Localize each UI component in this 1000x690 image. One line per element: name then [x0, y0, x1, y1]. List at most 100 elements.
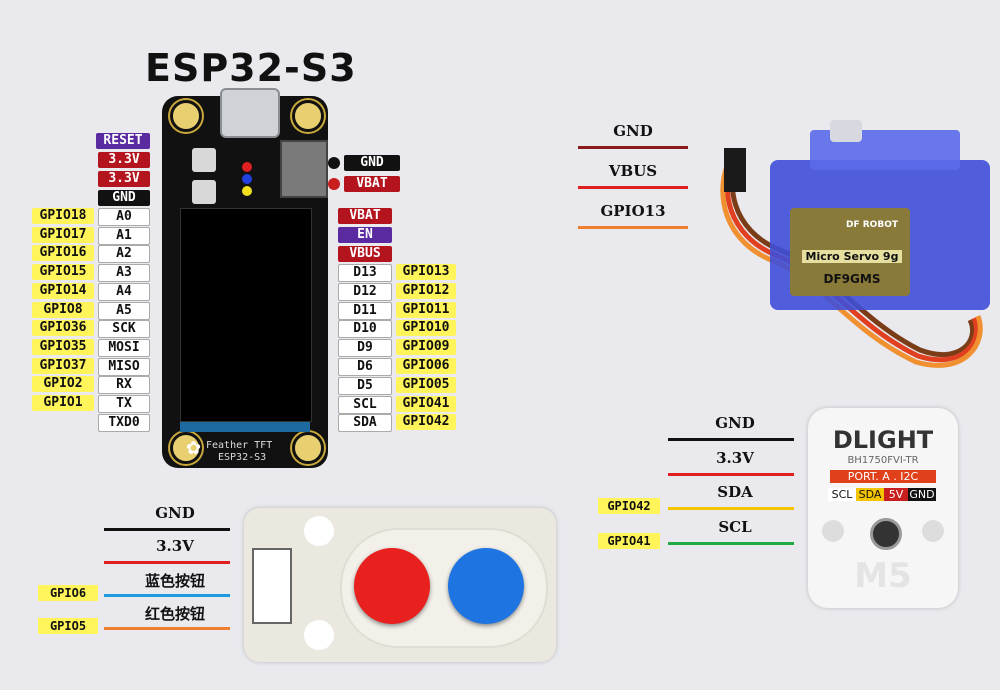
- dlight-hole-left: [822, 520, 844, 542]
- servo-wire-2: [578, 226, 688, 229]
- right-gpio-1: GPIO12: [396, 282, 456, 299]
- button-wire-label-1: 3.3V: [156, 537, 194, 555]
- dlight-wire-0: [668, 438, 794, 441]
- left-gpio-6: GPIO36: [32, 320, 94, 337]
- left-gpio-1: GPIO17: [32, 226, 94, 243]
- button-module: [244, 508, 556, 662]
- left-pin-10: TX: [98, 395, 150, 413]
- right-gpio-6: GPIO05: [396, 376, 456, 393]
- left-gpio-4: GPIO14: [32, 282, 94, 299]
- rst-button: [192, 148, 216, 172]
- blue-button: [448, 548, 524, 624]
- right-pin-3: D10: [338, 320, 392, 339]
- dlight-pin-scl: SCL: [828, 488, 856, 501]
- usb-c-port: [220, 88, 280, 138]
- button-wire-label-2: 蓝色按钮: [144, 572, 205, 590]
- right-gpio-3: GPIO10: [396, 320, 456, 337]
- boot-button: [192, 180, 216, 204]
- led-yellow: [242, 186, 252, 196]
- right-gpio-2: GPIO11: [396, 301, 456, 318]
- left-top-label-2: 3.3V: [98, 171, 150, 187]
- dlight-gpio-2: GPIO42: [598, 498, 660, 514]
- dlight-wire-label-2: SDA: [717, 483, 753, 501]
- left-top-label-3: GND: [98, 190, 150, 206]
- servo-wire-1: [578, 186, 688, 189]
- right-gpio-4: GPIO09: [396, 339, 456, 356]
- stemma-connector: [280, 140, 328, 198]
- left-gpio-0: GPIO18: [32, 208, 94, 224]
- button-wire-0: [104, 528, 230, 531]
- left-gpio-10: GPIO1: [32, 395, 94, 411]
- dlight-name: DLIGHT: [832, 426, 934, 454]
- right-pin-0: D13: [338, 264, 392, 282]
- dlight-logo: M5: [854, 556, 912, 596]
- right-gpio-5: GPIO06: [396, 358, 456, 374]
- servo-model-line: Micro Servo 9g: [802, 250, 902, 263]
- button-hole-bottom: [304, 620, 334, 650]
- right-power-1: EN: [338, 227, 392, 243]
- left-pin-6: SCK: [98, 320, 150, 339]
- right-pin-1: D12: [338, 282, 392, 301]
- mount-hole-tl: [170, 100, 202, 132]
- dlight-module: DLIGHT BH1750FVI-TR PORT. A . I2C SCL SD…: [808, 408, 958, 608]
- left-gpio-2: GPIO16: [32, 245, 94, 262]
- left-gpio-9: GPIO2: [32, 376, 94, 393]
- button-wire-label-3: 红色按钮: [144, 605, 205, 623]
- dlight-wire-3: [668, 541, 794, 545]
- tft-screen-edge: [180, 422, 310, 432]
- right-pin-6: D5: [338, 376, 392, 395]
- left-gpio-7: GPIO35: [32, 338, 94, 355]
- dlight-pin-5v: 5V: [884, 488, 908, 501]
- left-pin-4: A4: [98, 282, 150, 301]
- servo-part: DF9GMS: [823, 272, 881, 286]
- right-top-vbat: VBAT: [344, 176, 400, 192]
- button-gpio-3: GPIO5: [38, 618, 98, 634]
- servo-wire-label-2: GPIO13: [600, 202, 666, 220]
- red-button: [354, 548, 430, 624]
- left-pin-5: A5: [98, 301, 150, 320]
- button-wire-3: [104, 627, 230, 630]
- dlight-wire-label-0: GND: [715, 414, 755, 432]
- left-gpio-8: GPIO37: [32, 357, 94, 374]
- mount-hole-bl: [170, 432, 202, 464]
- left-pin-9: RX: [98, 376, 150, 395]
- tft-screen: [180, 208, 312, 422]
- left-pin-7: MOSI: [98, 338, 150, 357]
- dlight-wire-1: [668, 472, 794, 476]
- dlight-pin-sda: SDA: [856, 488, 884, 501]
- servo-illustration: [720, 120, 990, 368]
- button-hole-top: [304, 516, 334, 546]
- silk-line2: ESP32-S3: [218, 452, 267, 463]
- left-pin-3: A3: [98, 264, 150, 283]
- grove-connector: [252, 548, 292, 624]
- left-top-label-0: RESET: [96, 133, 150, 149]
- mount-hole-tr: [292, 100, 324, 132]
- servo-brand: DF ROBOT: [846, 220, 898, 230]
- servo-wire-label-1: VBUS: [608, 162, 658, 180]
- left-pin-11: TXD0: [98, 413, 150, 432]
- esp32-board: Feather TFT ESP32-S3 ✿: [162, 88, 328, 468]
- servo-wire-label-0: GND: [613, 122, 653, 140]
- right-gpio-8: GPIO42: [396, 414, 456, 431]
- button-wire-label-0: GND: [155, 504, 195, 522]
- servo-motor: DF ROBOT Micro Servo 9g DF9GMS: [720, 120, 990, 380]
- light-sensor-icon: [870, 518, 902, 550]
- led-blue: [242, 174, 252, 184]
- right-pin-2: D11: [338, 301, 392, 320]
- servo-wire-0: [578, 146, 688, 149]
- board-title: ESP32-S3: [145, 46, 357, 90]
- left-gpio-5: GPIO8: [32, 301, 94, 318]
- silk-line1: Feather TFT: [206, 440, 273, 451]
- right-top-gnd: GND: [344, 155, 400, 171]
- vbat-dot: [328, 178, 340, 190]
- right-pin-4: D9: [338, 339, 392, 358]
- dlight-pin-gnd: GND: [908, 488, 936, 501]
- left-pin-2: A2: [98, 245, 150, 264]
- left-pin-0: A0: [98, 208, 150, 226]
- right-power-2: VBUS: [338, 246, 392, 262]
- dlight-wire-label-1: 3.3V: [716, 448, 754, 467]
- dlight-hole-right: [922, 520, 944, 542]
- adafruit-logo-icon: ✿: [186, 438, 202, 459]
- gnd-dot: [328, 157, 340, 169]
- dlight-chip: BH1750FVI-TR: [847, 455, 919, 466]
